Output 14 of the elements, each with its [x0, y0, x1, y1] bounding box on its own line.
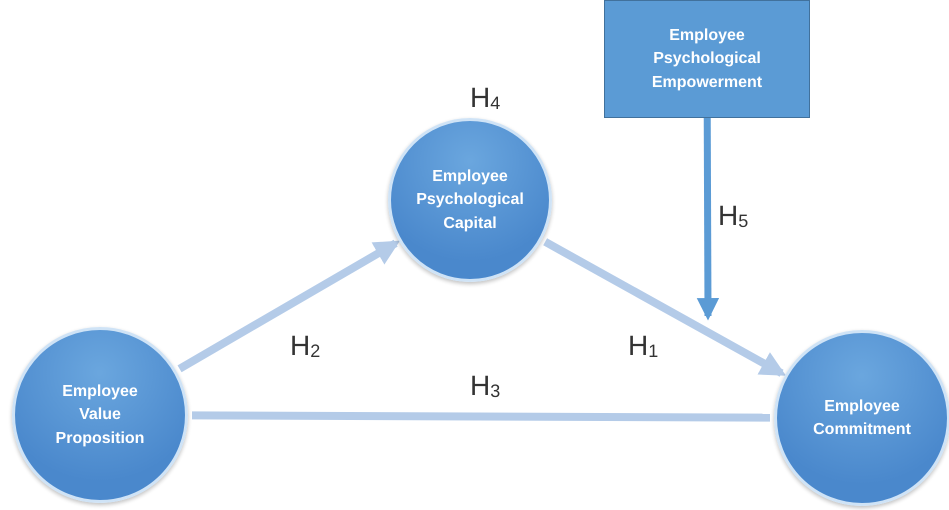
concept-box — [604, 0, 810, 118]
node-label: Employee Psychological Empowerment — [650, 26, 764, 93]
edge-label: H$_{5}$ — [718, 200, 748, 232]
edge-label: H$_{3}$ — [470, 370, 500, 402]
edge-label: H$_{2}$ — [290, 330, 320, 362]
arrow — [696, 118, 720, 320]
node-label: Employee Commitment — [812, 396, 912, 440]
node-label: Employee Psychological Capital — [415, 167, 525, 234]
arrow — [543, 238, 786, 377]
arrow — [178, 240, 400, 372]
node-label: Employee Value Proposition — [54, 382, 146, 449]
connector-line — [192, 411, 770, 422]
edge-label: H$_{1}$ — [628, 330, 658, 362]
hypothesis-label: H$_{4}$ — [470, 82, 500, 114]
